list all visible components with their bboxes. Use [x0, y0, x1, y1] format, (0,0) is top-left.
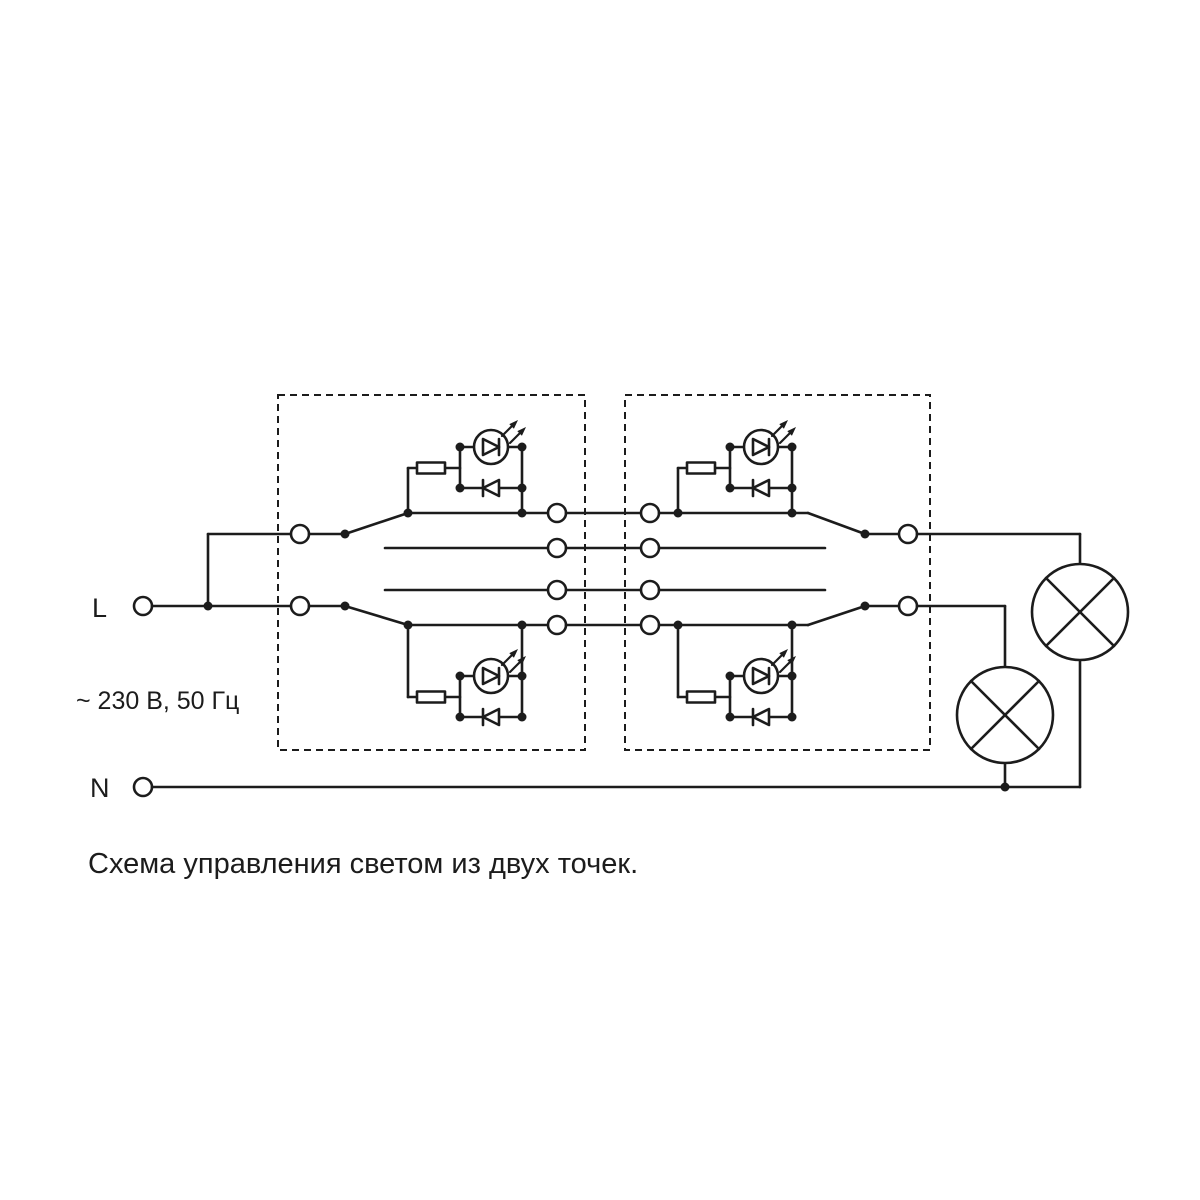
switch1-lever-bottom: [343, 604, 410, 627]
switch-unit-2-outline: [624, 394, 931, 751]
switch2-common-terminal-bottom: [897, 595, 919, 617]
junction-dot: [673, 508, 683, 518]
led-indicator-unit: [673, 418, 798, 518]
switch-unit-1-outline: [277, 394, 586, 751]
junction-dot: [517, 620, 527, 630]
power-source-labels: L ~ 230 В, 50 Гц N: [76, 593, 239, 803]
junction-dot: [787, 620, 797, 630]
junction-dot: [403, 620, 413, 630]
neutral-wire: [132, 776, 1082, 798]
switch2-lever-top: [806, 511, 867, 536]
led-indicator-unit: [403, 620, 528, 727]
interconnect-wires: [564, 511, 643, 627]
n-terminal: [132, 776, 154, 798]
lamp-circuit-2: [915, 604, 1055, 792]
switch-unit-2: [624, 394, 931, 751]
junction-dot: [787, 508, 797, 518]
neutral-terminal-label: N: [90, 773, 110, 803]
switch1-out-terminal-4: [546, 614, 568, 636]
switch1-out-terminal-2: [546, 537, 568, 559]
led-indicator-unit: [673, 620, 798, 727]
lamp-cross: [969, 679, 1041, 751]
line-terminal-label: L: [92, 593, 107, 623]
l-terminal: [132, 595, 154, 617]
led-indicator-unit: [403, 418, 528, 518]
switch1-common-terminal-top: [289, 523, 311, 545]
switch2-in-terminal-3: [639, 579, 661, 601]
switch1-lever-top: [343, 511, 410, 536]
switch1-out-terminal-1: [546, 502, 568, 524]
line-supply-wires: [132, 532, 293, 617]
switch2-in-terminal-2: [639, 537, 661, 559]
switch2-lever-bottom: [806, 604, 867, 627]
diagram-caption: Схема управления светом из двух точек.: [88, 848, 638, 880]
voltage-rating-label: ~ 230 В, 50 Гц: [76, 687, 239, 715]
junction-dot: [517, 508, 527, 518]
lamp-circuit-1: [915, 532, 1130, 789]
lamp-cross: [1044, 576, 1116, 648]
junction-dot: [673, 620, 683, 630]
switch1-out-terminal-3: [546, 579, 568, 601]
switch2-in-terminal-4: [639, 614, 661, 636]
switch1-common-terminal-bottom: [289, 595, 311, 617]
junction-dot: [203, 601, 213, 611]
switch2-in-terminal-1: [639, 502, 661, 524]
switch-unit-1: [277, 394, 586, 751]
junction-dot: [403, 508, 413, 518]
switch2-common-terminal-top: [897, 523, 919, 545]
